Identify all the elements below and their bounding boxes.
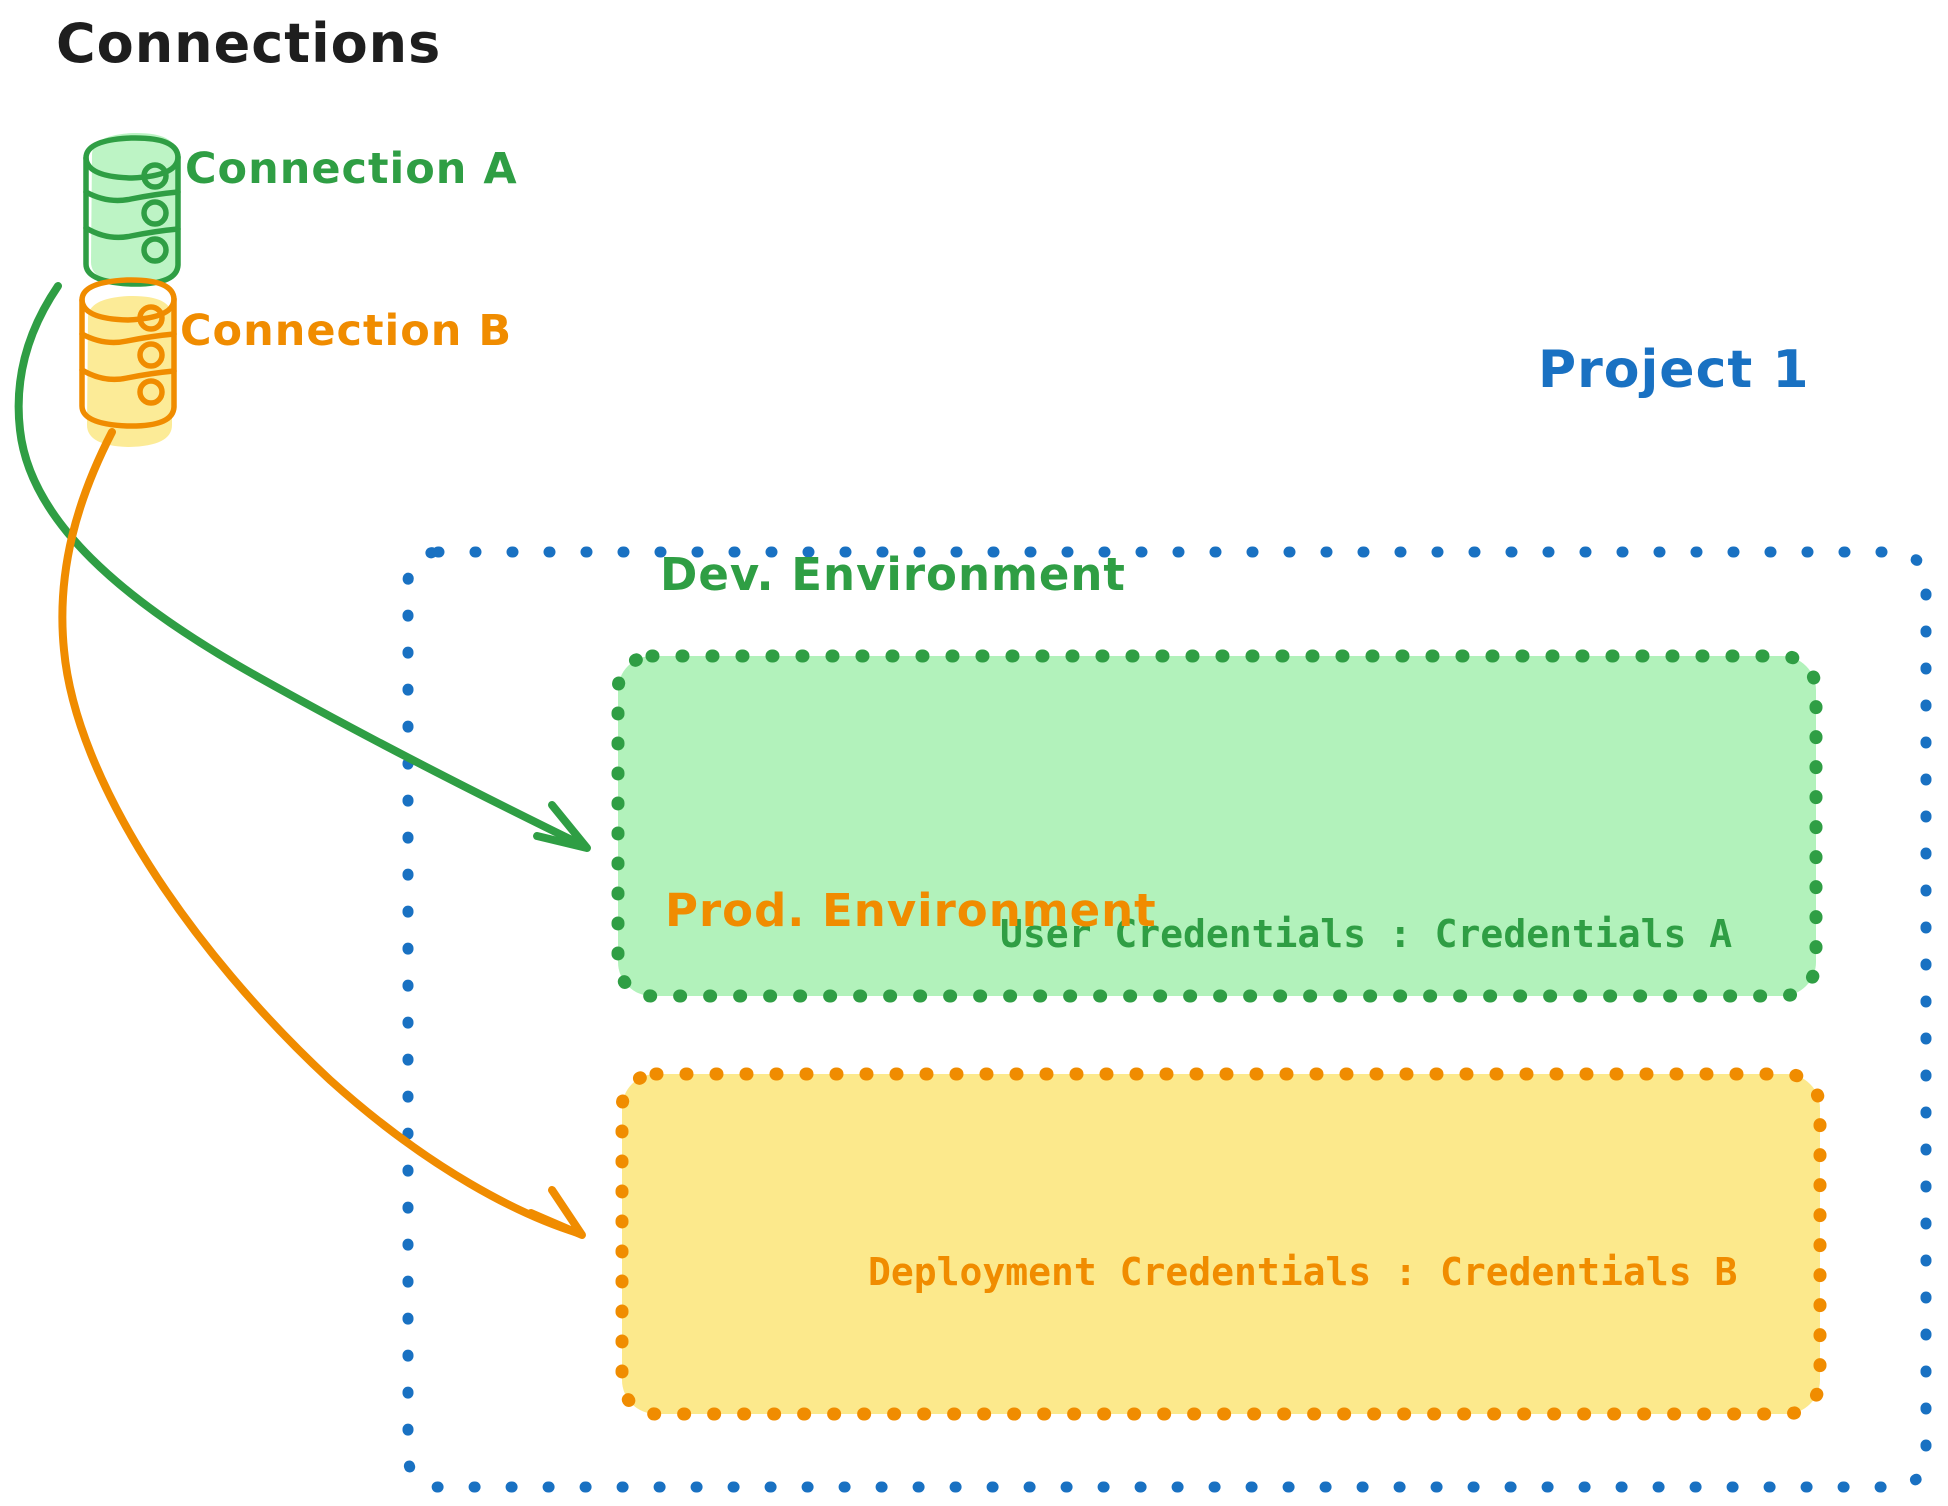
dev-environment-box[interactable]	[611, 649, 1823, 1003]
prod-environment-fill	[622, 1074, 1820, 1414]
database-b-body-fill	[87, 295, 172, 447]
database-a-outline	[83, 135, 181, 287]
database-a-body-fill	[91, 132, 176, 284]
arrow-connection-b-to-prod	[58, 428, 586, 1239]
database-icon-connection-b[interactable]	[79, 277, 177, 447]
label-project-1: Project 1	[1538, 340, 1810, 400]
label-connection-a[interactable]: Connection A	[185, 144, 518, 194]
page-title: Connections	[56, 12, 442, 75]
arrow-green-head	[533, 801, 591, 852]
label-prod-credentials: Deployment Credentials : Credentials B	[868, 1250, 1738, 1294]
arrow-orange-path	[58, 428, 582, 1237]
label-prod-environment-title: Prod. Environment	[665, 884, 1157, 937]
label-dev-environment-title: Dev. Environment	[660, 548, 1126, 601]
project-border	[402, 546, 1932, 1493]
database-b-outline	[79, 277, 177, 429]
project-container[interactable]	[402, 546, 1932, 1493]
dev-environment-fill	[618, 656, 1816, 996]
arrow-orange-head	[527, 1186, 586, 1239]
label-connection-b[interactable]: Connection B	[180, 306, 513, 356]
database-icon-connection-a[interactable]	[83, 132, 181, 287]
label-dev-credentials: User Credentials : Credentials A	[1000, 912, 1733, 956]
arrow-green-path	[14, 282, 588, 850]
prod-environment-border	[615, 1067, 1827, 1421]
dev-environment-border	[611, 649, 1823, 1003]
prod-environment-box[interactable]	[615, 1067, 1827, 1421]
arrow-connection-a-to-dev	[14, 282, 591, 852]
